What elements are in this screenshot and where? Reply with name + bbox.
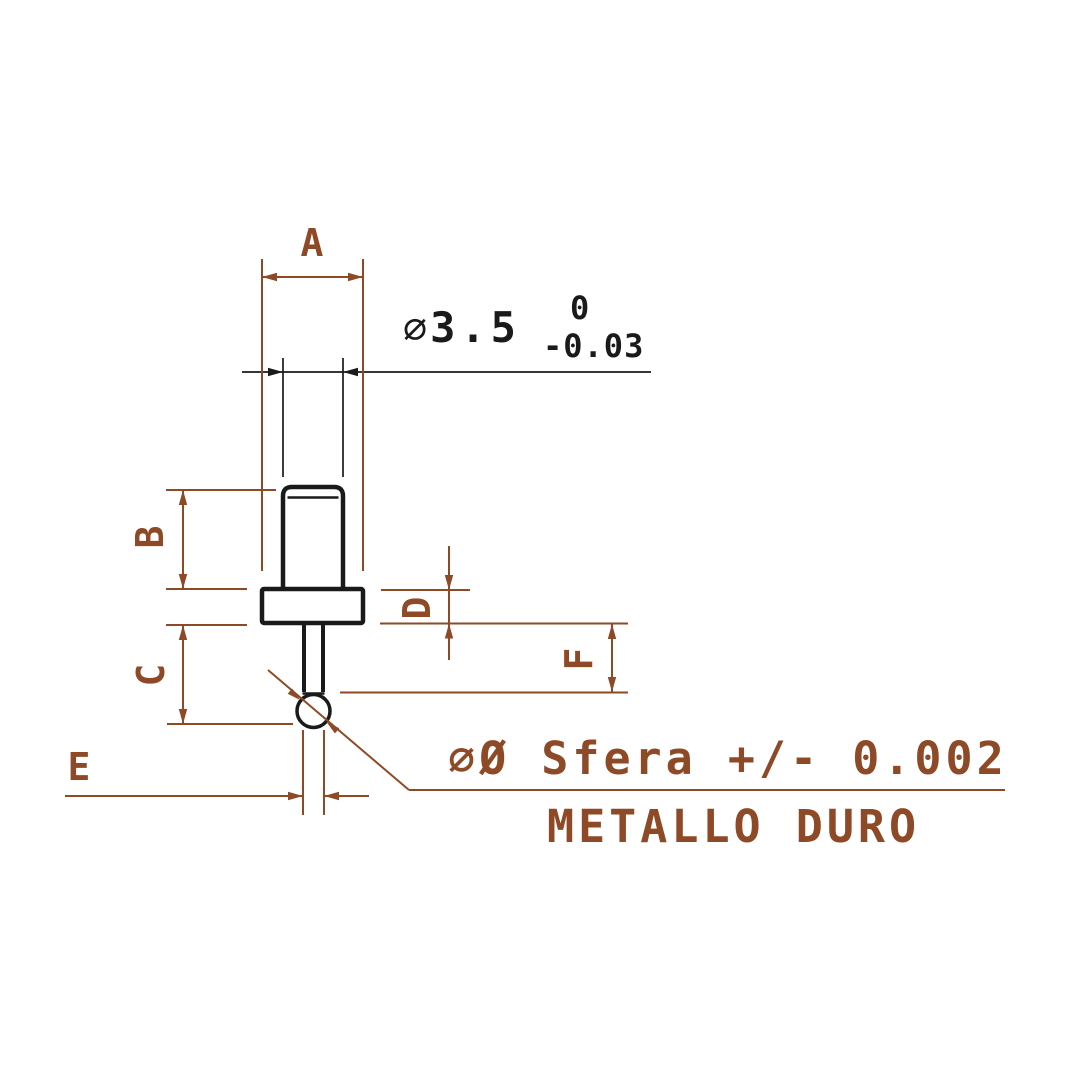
main-dimension-value: 3.5: [430, 303, 521, 352]
sphere-diameter-note: ∅Ø Sfera +/- 0.002: [448, 732, 1008, 785]
dim-d-label: D: [395, 596, 439, 620]
dim-b-label: B: [128, 525, 172, 549]
dim-a-label: A: [300, 221, 324, 265]
dim-c-label: C: [129, 663, 173, 687]
part-outline: [259, 484, 366, 730]
diameter-symbol: ∅: [403, 306, 428, 352]
dim-diameter-3-5: [242, 358, 651, 477]
cylinder-outline: [280, 484, 346, 591]
ball-leader: [267, 669, 1005, 791]
dim-c: [166, 624, 293, 725]
arrowhead: [268, 367, 283, 377]
upper-tolerance: 0: [570, 289, 590, 327]
main-dimension-text: ∅ 3.5: [403, 303, 521, 352]
flange-outline: [259, 586, 366, 626]
material-note: METALLO DURO: [547, 800, 921, 853]
dim-f: [340, 624, 628, 694]
ball-tip-outline: [295, 692, 332, 730]
dim-a: [261, 259, 364, 571]
dim-b: [166, 489, 276, 590]
dim-f-label: F: [557, 647, 601, 671]
arrowhead: [343, 367, 358, 377]
dimension-annotations: [65, 259, 1005, 815]
dim-e-label: E: [67, 745, 91, 789]
lower-tolerance: -0.03: [543, 327, 645, 365]
dim-d: [380, 546, 628, 660]
dim-e: [65, 730, 369, 815]
